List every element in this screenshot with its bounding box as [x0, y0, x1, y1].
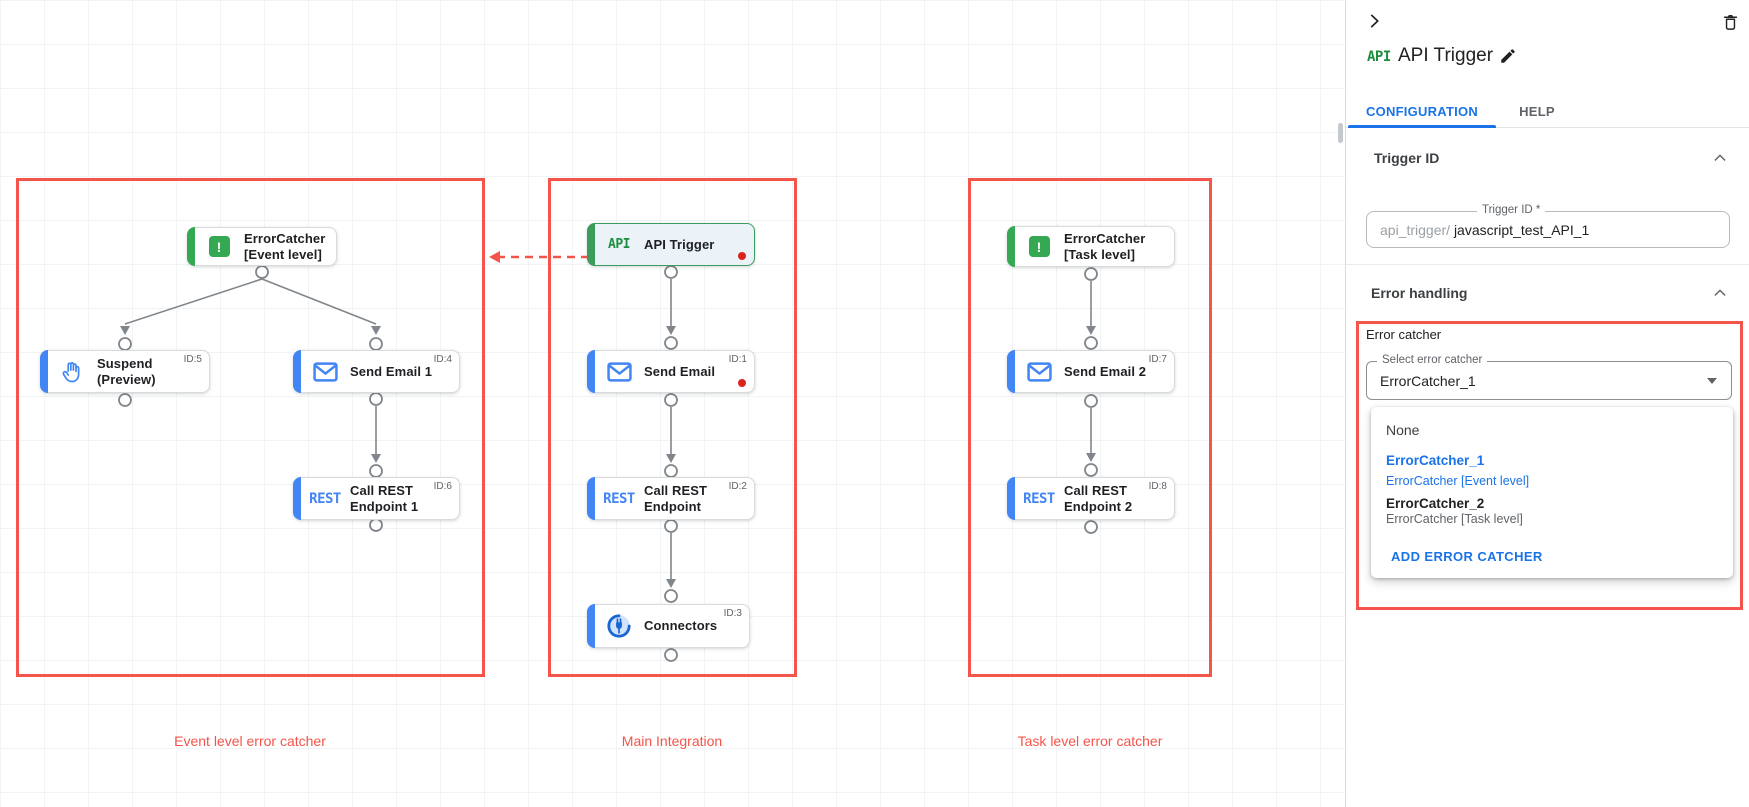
node-label: API Trigger [644, 236, 715, 252]
chevron-up-icon [1714, 289, 1726, 296]
node-suspend-preview[interactable]: Suspend (Preview) ID:5 [40, 350, 210, 393]
menu-option-errorcatcher_2[interactable]: ErrorCatcher_2 [1386, 496, 1485, 511]
pencil-icon [1501, 49, 1515, 63]
active-tab-underline [1348, 125, 1496, 128]
config-panel: API API Trigger CONFIGURATION HELP Trigg… [1345, 0, 1749, 807]
menu-option-none[interactable]: None [1386, 422, 1420, 438]
collapse-panel-button[interactable] [1365, 12, 1383, 33]
node-label: Suspend (Preview) [97, 356, 156, 387]
integration-canvas[interactable]: Event level error catcher Main Integratio… [0, 0, 1345, 807]
section-divider [1346, 264, 1749, 265]
chevron-up-icon [1714, 154, 1726, 161]
canvas-scrollbar-thumb[interactable] [1338, 123, 1343, 143]
trigger-id-field-label: Trigger ID * [1477, 204, 1546, 216]
node-id-badge: ID:3 [723, 608, 742, 619]
node-call-rest-endpoint-2[interactable]: REST Call REST Endpoint 2 ID:8 [1007, 477, 1175, 520]
email-icon [606, 361, 632, 382]
select-error-catcher-label: Select error catcher [1377, 354, 1488, 366]
node-label: Connectors [644, 618, 718, 634]
delete-trigger-button[interactable] [1721, 12, 1740, 35]
node-label: Call REST Endpoint [644, 483, 708, 514]
dropdown-caret-icon[interactable] [1707, 378, 1717, 384]
node-connectors[interactable]: Connectors ID:3 [587, 604, 750, 648]
node-id-badge: ID:2 [728, 481, 747, 492]
panel-tabs: CONFIGURATION HELP [1346, 95, 1749, 128]
error-catcher-group-label: Error catcher [1366, 327, 1442, 342]
trigger-id-prefix: api_trigger/ [1380, 222, 1451, 238]
node-color-bar [293, 477, 301, 520]
menu-option-errorcatcher_1[interactable]: ErrorCatcher_1 [1386, 453, 1485, 468]
node-color-bar [293, 350, 301, 393]
node-color-bar [40, 350, 48, 393]
node-label: ErrorCatcher [Event level] [244, 231, 326, 262]
add-error-catcher-button[interactable]: ADD ERROR CATCHER [1391, 549, 1543, 564]
node-label: Call REST Endpoint 1 [350, 483, 419, 514]
node-color-bar [587, 223, 595, 266]
node-send-email[interactable]: Send Email ID:1 [587, 350, 755, 393]
menu-option-errorcatcher_2-description: ErrorCatcher [Task level] [1386, 512, 1523, 526]
node-color-bar [1007, 226, 1015, 267]
node-id-badge: ID:6 [433, 481, 452, 492]
error-handling-collapse-button[interactable] [1712, 285, 1728, 304]
api-trigger-badge: API [1367, 49, 1391, 65]
node-color-bar [1007, 477, 1015, 520]
tab-configuration[interactable]: CONFIGURATION [1365, 104, 1479, 119]
rest-icon: REST [309, 490, 341, 507]
node-error-dot [738, 252, 746, 260]
hand-icon [62, 361, 80, 382]
task-level-error-catcher-group-label: Task level error catcher [1017, 733, 1163, 749]
node-id-badge: ID:8 [1148, 481, 1167, 492]
node-error-dot [738, 379, 746, 387]
trigger-id-collapse-button[interactable] [1712, 150, 1728, 169]
api-icon: API [608, 237, 630, 252]
event-level-error-catcher-group-label: Event level error catcher [174, 733, 326, 749]
node-id-badge: ID:1 [728, 354, 747, 365]
node-color-bar [587, 477, 595, 520]
node-id-badge: ID:5 [183, 354, 202, 365]
node-color-bar [187, 227, 195, 266]
node-id-badge: ID:7 [1148, 354, 1167, 365]
select-error-catcher-value: ErrorCatcher_1 [1380, 373, 1476, 389]
error-catcher-highlight-box [1356, 321, 1743, 610]
node-api-trigger[interactable]: API API Trigger [587, 223, 755, 266]
node-errorcatcher-event-level[interactable]: ! ErrorCatcher [Event level] [187, 227, 337, 266]
connectors-icon [607, 614, 631, 638]
trash-icon [1723, 14, 1738, 30]
tab-help[interactable]: HELP [1519, 104, 1555, 119]
event-level-error-catcher-group [16, 178, 485, 677]
node-label: Call REST Endpoint 2 [1064, 483, 1133, 514]
node-label: ErrorCatcher [Task level] [1064, 231, 1146, 262]
email-icon [1026, 361, 1052, 382]
error-handling-section-header: Error handling [1371, 285, 1468, 301]
main-integration-group-label: Main Integration [621, 733, 723, 749]
error-catcher-icon: ! [1028, 236, 1050, 257]
node-color-bar [1007, 350, 1015, 393]
error-catcher-select[interactable]: Select error catcher ErrorCatcher_1 [1366, 354, 1732, 400]
trigger-id-value[interactable]: javascript_test_API_1 [1453, 222, 1590, 238]
error-catcher-icon: ! [208, 236, 230, 257]
node-label: Send Email 1 [350, 363, 433, 379]
node-label: Send Email 2 [1064, 363, 1147, 379]
trigger-id-field[interactable]: Trigger ID * api_trigger/ javascript_tes… [1366, 204, 1730, 248]
node-label: Send Email [644, 363, 716, 379]
panel-title: API Trigger [1398, 45, 1494, 66]
email-icon [312, 361, 338, 382]
main-integration-group [548, 178, 797, 677]
node-color-bar [587, 604, 595, 648]
task-level-error-catcher-group [968, 178, 1212, 677]
node-errorcatcher-task-level[interactable]: ! ErrorCatcher [Task level] [1007, 226, 1175, 267]
node-call-rest-endpoint-1[interactable]: REST Call REST Endpoint 1 ID:6 [293, 477, 460, 520]
trigger-id-section-header: Trigger ID [1374, 150, 1440, 166]
edit-title-button[interactable] [1499, 47, 1517, 68]
node-call-rest-endpoint[interactable]: REST Call REST Endpoint ID:2 [587, 477, 755, 520]
node-color-bar [587, 350, 595, 393]
menu-option-errorcatcher_1-description: ErrorCatcher [Event level] [1386, 474, 1530, 488]
chevron-right-icon [1370, 14, 1379, 28]
rest-icon: REST [603, 490, 635, 507]
rest-icon: REST [1023, 490, 1055, 507]
node-id-badge: ID:4 [433, 354, 452, 365]
